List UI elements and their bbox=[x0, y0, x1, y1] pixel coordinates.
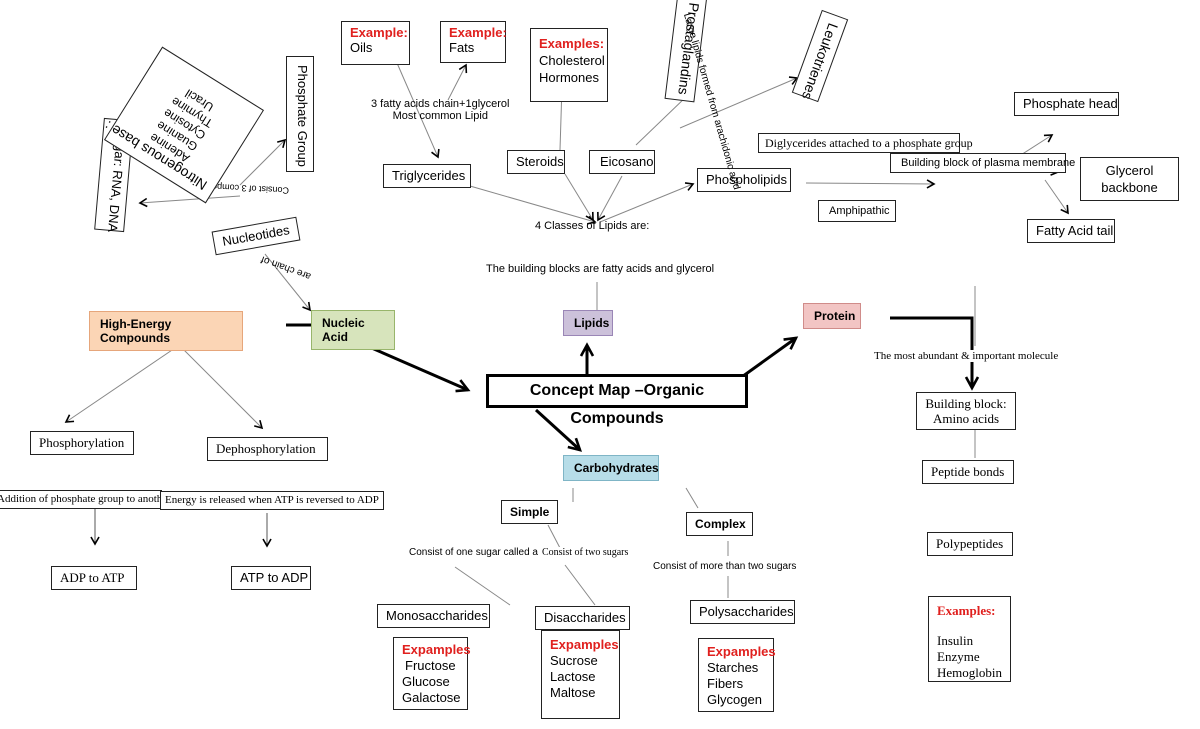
fatty-acid-tail-box: Fatty Acid tail bbox=[1027, 219, 1115, 243]
phosphorylation-box: Phosphorylation bbox=[30, 431, 134, 455]
monosaccharides-box: Monosaccharides bbox=[377, 604, 490, 628]
disaccharides-box: Disaccharides bbox=[535, 606, 630, 630]
category-nucleic-acid: Nucleic Acid bbox=[311, 310, 395, 350]
examples-label: Expamples bbox=[550, 637, 619, 652]
addition-note-box: Addition of phosphate group to another m… bbox=[0, 490, 162, 509]
poly-example: Fibers bbox=[707, 676, 744, 691]
thin-connectors bbox=[64, 62, 1069, 606]
triglycerides-box: Triglycerides bbox=[383, 164, 471, 188]
amino-line: Amino acids bbox=[932, 411, 1000, 426]
phosphate-head-box: Phosphate head bbox=[1014, 92, 1119, 116]
two-sugars-label: Consist of two sugars bbox=[542, 547, 629, 558]
mono-example: Glucose bbox=[402, 674, 450, 689]
fats-label: Fats bbox=[449, 40, 475, 55]
building-blocks-lipids-label: The building blocks are fatty acids and … bbox=[486, 263, 715, 275]
examples-label: Examples: bbox=[539, 36, 605, 51]
amphipathic-box: Amphipathic bbox=[818, 200, 896, 222]
glycerol-line: backbone bbox=[1101, 180, 1158, 195]
complex-box: Complex bbox=[686, 512, 753, 536]
fats-example-box: Example: Fats bbox=[440, 21, 507, 63]
mono-examples-box: Expamples Fructose Glucose Galactose bbox=[393, 637, 471, 710]
steroid-example: Cholesterol bbox=[539, 53, 605, 68]
amino-acids-box: Building block: Amino acids bbox=[916, 392, 1016, 430]
poly-example: Glycogen bbox=[707, 692, 762, 707]
peptide-bonds-box: Peptide bonds bbox=[922, 460, 1014, 484]
arrow-to-carbs bbox=[534, 408, 583, 452]
main-title: Concept Map –Organic Compounds bbox=[486, 374, 748, 427]
example-label: Example: bbox=[449, 25, 507, 40]
simple-box: Simple bbox=[501, 500, 558, 524]
protein-example: Enzyme bbox=[937, 649, 980, 664]
examples-label: Expamples bbox=[402, 642, 471, 657]
plasma-membrane-box: Building block of plasma membrane bbox=[890, 153, 1075, 173]
dephosphorylation-box: Dephosphorylation bbox=[207, 437, 328, 461]
polypeptides-box: Polypeptides bbox=[927, 532, 1013, 556]
di-examples-box: Expamples Sucrose Lactose Maltose bbox=[541, 630, 620, 719]
atp-to-adp-box: ATP to ADP bbox=[231, 566, 311, 590]
oils-example-box: Example: Oils bbox=[341, 21, 410, 65]
one-sugar-label: Consist of one sugar called a bbox=[409, 547, 538, 558]
poly-example: Starches bbox=[707, 660, 759, 675]
steroid-example: Hormones bbox=[539, 70, 599, 85]
fatty-acids-note-line: 3 fatty acids chain+1glycerol bbox=[371, 98, 510, 110]
diglycerides-box: Diglycerides attached to a phosphate gro… bbox=[758, 133, 973, 153]
more-than-two-label: Consist of more than two sugars bbox=[653, 561, 797, 572]
poly-examples-box: Expamples Starches Fibers Glycogen bbox=[698, 638, 776, 712]
glycerol-backbone-box: Glycerol backbone bbox=[1080, 157, 1179, 201]
category-lipids: Lipids bbox=[563, 310, 613, 336]
category-protein: Protein bbox=[803, 303, 861, 329]
examples-label: Examples: bbox=[937, 603, 996, 618]
glycerol-line: Glycerol bbox=[1105, 163, 1154, 178]
release-note-box: Energy is released when ATP is reversed … bbox=[160, 491, 384, 510]
eicosanoids-box: Eicosanoids bbox=[589, 150, 655, 174]
most-abundant-label: The most abundant & important molecule bbox=[874, 350, 1059, 362]
steroids-box: Steroids bbox=[507, 150, 565, 174]
examples-label: Expamples bbox=[707, 644, 776, 659]
four-classes-label: 4 Classes of Lipids are: bbox=[535, 220, 650, 232]
category-high-energy: High-Energy Compounds bbox=[89, 311, 243, 351]
protein-example: Hemoglobin bbox=[937, 665, 1002, 680]
di-example: Lactose bbox=[550, 669, 596, 684]
category-carbohydrates: Carbohydrates bbox=[563, 455, 659, 481]
steroid-examples-box: Examples: Cholesterol Hormones bbox=[530, 28, 608, 102]
mono-example: Fructose bbox=[405, 658, 456, 673]
protein-examples-box: Examples: Insulin Enzyme Hemoglobin bbox=[928, 596, 1011, 682]
di-example: Maltose bbox=[550, 685, 596, 700]
fatty-acids-note: 3 fatty acids chain+1glycerol Most commo… bbox=[371, 98, 510, 122]
phospholipids-box: Phospholipids bbox=[697, 168, 791, 192]
phosphate-group-box: Phosphate Group bbox=[286, 56, 314, 172]
mono-example: Galactose bbox=[402, 690, 461, 705]
polysaccharides-box: Polysaccharides bbox=[690, 600, 795, 624]
oils-label: Oils bbox=[350, 40, 373, 55]
amino-line: Building block: bbox=[925, 396, 1007, 411]
fatty-acids-note-line: Most common Lipid bbox=[392, 110, 488, 122]
arrow-to-main bbox=[366, 344, 471, 393]
di-example: Sucrose bbox=[550, 653, 598, 668]
protein-elbow-arrow bbox=[890, 316, 980, 391]
example-label: Example: bbox=[350, 25, 408, 40]
adp-to-atp-box: ADP to ATP bbox=[51, 566, 137, 590]
protein-example: Insulin bbox=[937, 633, 974, 648]
